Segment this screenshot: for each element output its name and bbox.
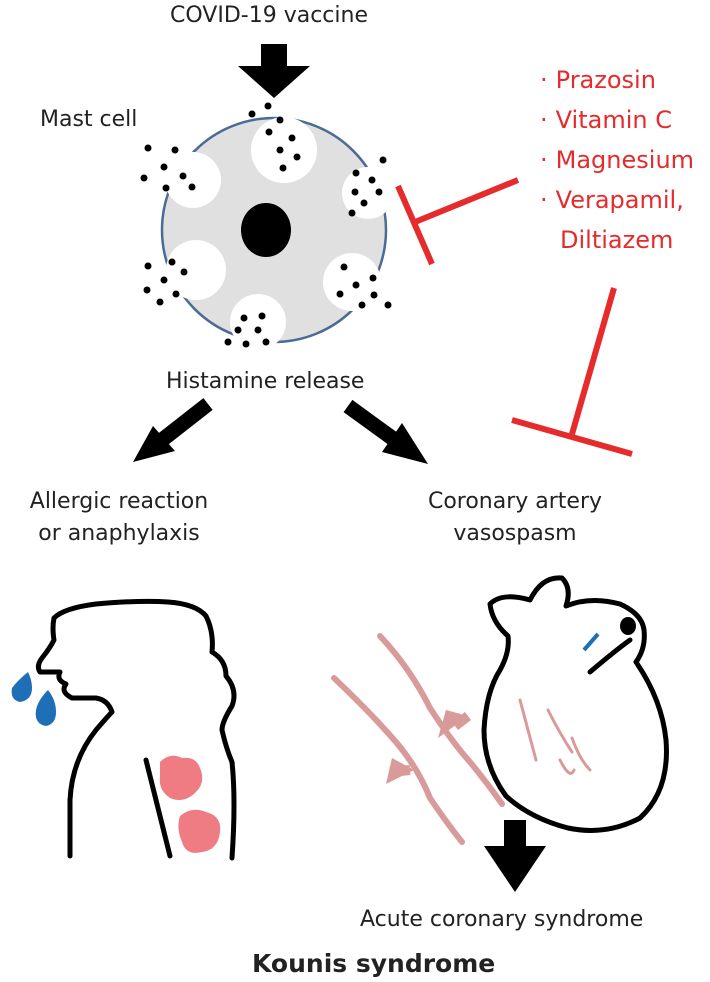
histamine-label: Histamine release (166, 369, 365, 394)
vesicle (251, 117, 317, 183)
mast-cell-label: Mast cell (40, 107, 138, 132)
coronary-label: Coronary artery vasospasm (410, 486, 620, 550)
vesicle (165, 152, 221, 208)
bullet: · (540, 146, 548, 174)
bullet: · (540, 106, 548, 134)
allergic-line1: Allergic reaction (29, 489, 209, 514)
vesicle (230, 294, 286, 350)
inhibitor-name: Vitamin C (555, 106, 672, 134)
inhibitor-list: ·Prazosin ·Vitamin C ·Magnesium ·Verapam… (540, 60, 694, 260)
vesicle (323, 253, 381, 311)
histamine-granules (140, 102, 392, 348)
diagram-title: Kounis syndrome (252, 949, 496, 978)
rash-patch (159, 755, 221, 853)
coronary-line1: Coronary artery (427, 489, 603, 514)
down-arrow-icon (484, 820, 546, 892)
inhibitor-name: Diltiazem (560, 226, 674, 254)
person-silhouette-icon (35, 598, 237, 861)
vesicle (166, 240, 226, 300)
acs-label: Acute coronary syndrome (360, 907, 644, 932)
bullet: · (540, 186, 548, 214)
heart-icon (481, 575, 669, 833)
inhibitor-item: ·Vitamin C (540, 100, 694, 140)
inhibitor-item: ·Verapamil, (540, 180, 694, 220)
heart-vessel-opening (620, 617, 636, 635)
down-arrow-icon (238, 44, 310, 98)
heart-accent (582, 632, 600, 652)
inhibitor-item: ·Prazosin (540, 60, 694, 100)
down-right-arrow-icon (343, 399, 428, 464)
inhibitor-name: Verapamil, (555, 186, 684, 214)
allergic-label: Allergic reaction or anaphylaxis (14, 486, 224, 550)
water-drop-icon (11, 672, 56, 726)
inhibitor-item: Diltiazem (540, 220, 694, 260)
constriction-arrow-icon (386, 710, 472, 784)
vaccine-label: COVID-19 vaccine (170, 3, 368, 28)
bullet: · (540, 66, 548, 94)
inhibitor-name: Magnesium (555, 146, 695, 174)
inhibition-bar-icon (511, 287, 633, 457)
down-left-arrow-icon (133, 398, 213, 462)
inhibition-bar-icon (395, 177, 520, 266)
inhibitor-name: Prazosin (555, 66, 656, 94)
mast-cell-icon (140, 102, 394, 350)
inhibitor-item: ·Magnesium (540, 140, 694, 180)
vesicle (342, 167, 394, 219)
blood-vessel-icon (331, 633, 505, 845)
heart-vessel-icon (518, 698, 592, 775)
nucleus (241, 203, 291, 257)
allergic-line2: or anaphylaxis (38, 521, 200, 546)
coronary-line2: vasospasm (453, 521, 577, 546)
